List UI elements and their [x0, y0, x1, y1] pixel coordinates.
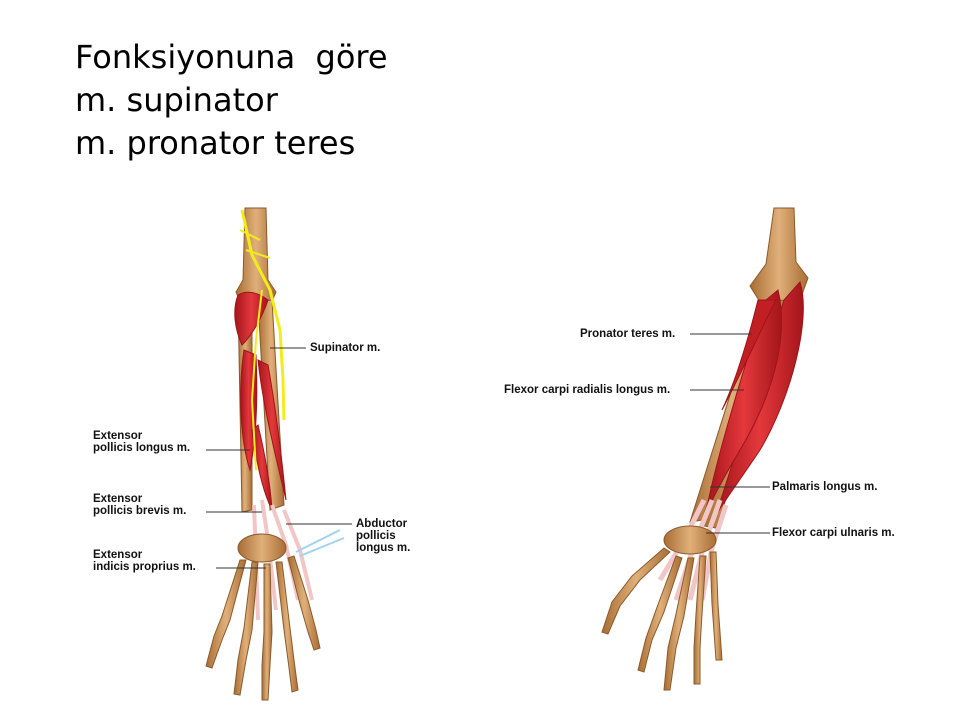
abductor-pollicis-longus-muscle [257, 359, 287, 501]
flexor-carpi-radialis-muscle [705, 289, 783, 513]
right-forearm-figure [601, 207, 809, 691]
vessel-left [295, 529, 345, 557]
label-eip-line-2: indicis proprius m. [93, 561, 196, 573]
label-apl-line-2: pollicis [356, 530, 396, 542]
label-eip-line-1: Extensor [93, 549, 143, 561]
label-apl-line-3: longus m. [356, 542, 411, 554]
label-apl-line-1: Abductor [356, 518, 408, 530]
carpal-bones-right [663, 525, 717, 555]
label-pronator-teres: Pronator teres m. [580, 328, 676, 340]
title-line-3: m. pronator teres [75, 124, 356, 162]
left-forearm-figure [205, 207, 352, 701]
label-flexor-carpi-ulnaris: Flexor carpi ulnaris m. [772, 527, 895, 539]
pronator-teres-muscle [721, 299, 777, 411]
label-epb-line-2: pollicis brevis m. [93, 505, 187, 517]
label-extensor-pollicis-longus: Extensor pollicis longus m. [93, 430, 190, 454]
title-line-2: m. supinator [75, 81, 278, 119]
label-extensor-indicis-proprius: Extensor indicis proprius m. [93, 549, 196, 573]
slide-title: Fonksiyonuna göre m. supinator m. pronat… [75, 36, 388, 165]
nerve-left [240, 209, 286, 421]
label-abductor-pollicis-longus: Abductor pollicis longus m. [356, 518, 410, 554]
hand-bones-left [205, 555, 321, 701]
nerve-branch-left [250, 289, 263, 471]
nerve-branch-left-2 [239, 229, 271, 259]
label-palmaris-longus: Palmaris longus m. [772, 481, 878, 493]
title-line-1: Fonksiyonuna göre [75, 38, 388, 76]
label-supinator: Supinator m. [310, 342, 381, 354]
label-flexor-carpi-radialis: Flexor carpi radialis longus m. [504, 384, 671, 396]
label-epl-line-2: pollicis longus m. [93, 442, 191, 454]
label-epl-line-1: Extensor [93, 430, 143, 442]
carpal-bones-left [237, 533, 287, 563]
label-extensor-pollicis-brevis: Extensor pollicis brevis m. [93, 493, 186, 517]
hand-bones-right [601, 547, 723, 691]
label-epb-line-1: Extensor [93, 493, 143, 505]
